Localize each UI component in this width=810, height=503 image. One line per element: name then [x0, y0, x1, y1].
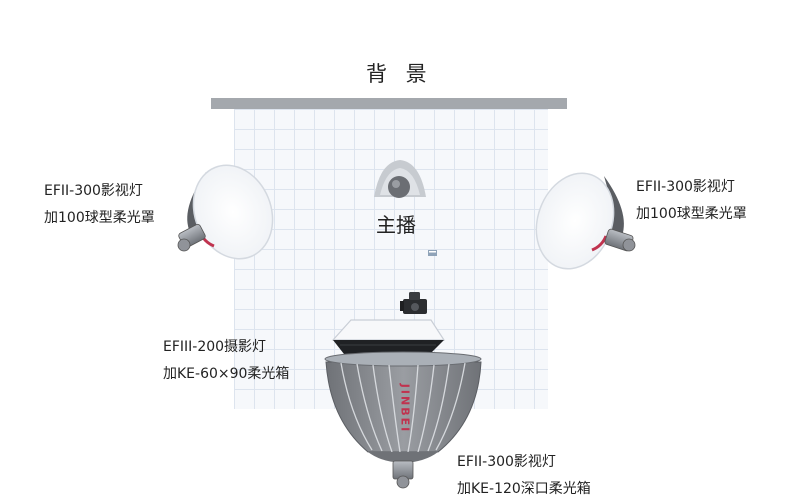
front-light-label-line2: 加KE-60×90柔光箱: [163, 366, 290, 382]
left-light-label-line2: 加100球型柔光罩: [44, 210, 155, 226]
marker-icon: [428, 250, 437, 256]
right-light-label: EFII-300影视灯 加100球型柔光罩: [636, 174, 747, 228]
background-title: 背 景: [366, 62, 433, 86]
left-globe-softbox-icon: [177, 164, 274, 260]
left-light-label: EFII-300影视灯 加100球型柔光罩: [44, 178, 155, 232]
brand-mark: JINBEI: [398, 383, 412, 434]
right-light-label-line1: EFII-300影视灯: [636, 179, 735, 195]
front-rect-softbox-icon: [331, 319, 446, 354]
bottom-light-label-line1: EFII-300影视灯: [457, 454, 556, 470]
subject-label: 主播: [376, 213, 416, 237]
background-bar: [211, 98, 567, 109]
bottom-light-label: EFII-300影视灯 加KE-120深口柔光箱: [457, 449, 591, 503]
right-light-label-line2: 加100球型柔光罩: [636, 206, 747, 222]
subject-person-icon: [374, 160, 426, 198]
front-light-label: EFIII-200摄影灯 加KE-60×90柔光箱: [163, 334, 289, 388]
right-globe-softbox-icon: [535, 172, 636, 270]
camera-icon: [400, 292, 427, 314]
left-light-label-line1: EFII-300影视灯: [44, 183, 143, 199]
front-light-label-line1: EFIII-200摄影灯: [163, 339, 267, 355]
bottom-deep-softbox-icon: [324, 351, 482, 489]
bottom-light-label-line2: 加KE-120深口柔光箱: [457, 481, 591, 497]
